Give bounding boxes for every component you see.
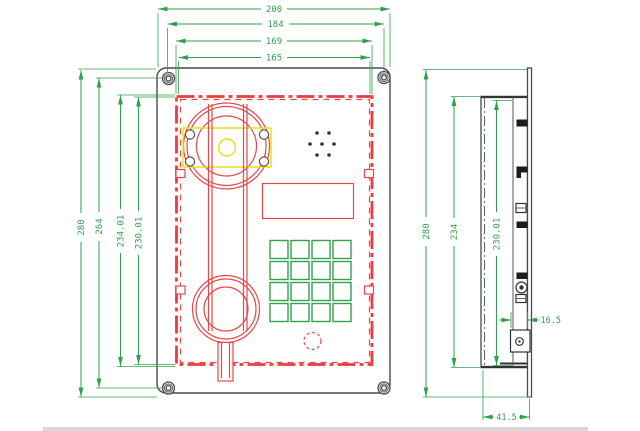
lower-bracket [509, 329, 531, 353]
display-window [261, 182, 355, 220]
mount-clip [516, 166, 528, 173]
handset-handle [207, 104, 248, 331]
corner-screw [377, 381, 391, 395]
keypad-key [311, 260, 331, 281]
keypad-key [269, 281, 289, 302]
dim-height-screws: 264 [95, 218, 105, 234]
mount-clip-hook [516, 172, 521, 178]
side-view [480, 67, 533, 398]
dim-height-cutout: 234.01 [117, 215, 127, 248]
handset-mouthpiece [191, 274, 261, 344]
dim-height-outer: 280 [77, 219, 87, 235]
mount-clip [516, 119, 528, 127]
keypad-key [311, 302, 331, 323]
mount-notch [363, 168, 375, 179]
front-view-dimensions: 200 184 169 165 280 264 234.01 230.01 [77, 5, 391, 398]
dim-width-screws: 184 [267, 20, 283, 30]
keypad-key [332, 260, 352, 281]
handset-cord-tab [217, 341, 234, 382]
keypad-key [332, 239, 352, 260]
keypad-key [269, 302, 289, 323]
mount-notch [175, 285, 186, 295]
bracket-center-hole [217, 138, 237, 157]
mount-notch [175, 168, 186, 179]
speaker-holes [308, 131, 336, 157]
keypad-key [311, 281, 331, 302]
dim-width-inner: 165 [266, 54, 282, 64]
rear-body-outline [480, 95, 529, 369]
keypad-key [332, 302, 352, 323]
corner-screw [377, 70, 391, 85]
dim-bracket-depth: 16.5 [541, 316, 561, 326]
dim-side-height-body: 234 [450, 224, 460, 240]
keypad-key [311, 239, 331, 260]
mount-clip [516, 272, 528, 279]
faceplate-outline [156, 67, 391, 394]
dim-width-cutout: 169 [266, 37, 282, 47]
keypad-key [269, 260, 289, 281]
mount-notch [363, 285, 375, 295]
side-view-dimensions: 280 234 230.01 16.5 41.5 [422, 69, 561, 423]
front-view [156, 67, 391, 395]
cutout-inner-border [179, 98, 371, 364]
keypad-key [290, 302, 310, 323]
bracket-screw-hole [184, 156, 196, 167]
keypad-key [290, 281, 310, 302]
dim-side-height-outer: 280 [422, 223, 432, 239]
dim-height-inner: 230.01 [135, 217, 145, 250]
corner-screw [161, 71, 176, 86]
bracket-screw-hole [258, 156, 270, 167]
dim-body-depth: 41.5 [496, 413, 516, 423]
keypad [269, 239, 352, 323]
dim-width-outer: 200 [266, 5, 282, 15]
keypad-key [290, 239, 310, 260]
corner-screw [161, 381, 176, 395]
keypad-key [290, 260, 310, 281]
cradle-bracket [182, 127, 272, 168]
handset-earpiece [182, 102, 271, 190]
hidden-hole [303, 331, 322, 351]
cutout-outer-border [175, 95, 374, 366]
keypad-key [332, 281, 352, 302]
mount-clip [516, 221, 528, 228]
bracket-screw-hole [258, 129, 270, 140]
dim-side-height-inner: 230.01 [493, 218, 503, 251]
bracket-screw-hole [184, 129, 196, 140]
page-edge-strip [43, 427, 588, 431]
keypad-key [269, 239, 289, 260]
side-screw-center [519, 285, 524, 290]
